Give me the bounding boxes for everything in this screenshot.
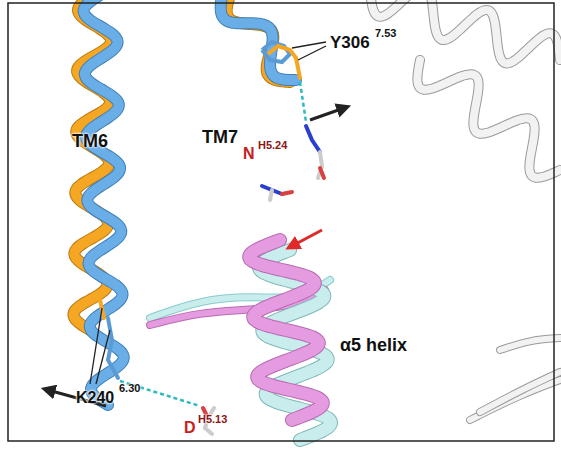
leader-lines: [90, 42, 326, 384]
context-helix: [417, 60, 560, 178]
context-strand: [500, 338, 560, 350]
context-helix: [417, 60, 560, 178]
tm7-helix: [221, 0, 296, 80]
tm6-helix: [84, 0, 124, 405]
structure-label: 7.53: [375, 28, 396, 39]
alpha5-helix: [249, 240, 323, 420]
tm7-helix: [221, 0, 296, 80]
structure-label: α5 helix: [340, 336, 407, 354]
structure-label: TM7: [202, 128, 238, 146]
context-helix: [370, 0, 560, 63]
side-chain-sticks: [100, 42, 324, 434]
structure-label: 6.30: [119, 383, 140, 394]
motion-arrows: [48, 108, 344, 406]
context-strand: [500, 338, 560, 350]
structure-label: H5.24: [258, 140, 287, 151]
context-strand: [480, 372, 560, 412]
tm6-helix: [84, 0, 124, 405]
tm7-helix: [227, 0, 290, 82]
frame: [8, 3, 554, 441]
structure-label: D: [184, 420, 196, 436]
structure-label: H5.13: [198, 414, 227, 425]
tm7-helix: [227, 0, 290, 82]
context-helix: [370, 0, 560, 63]
alpha5-helix: [249, 240, 323, 420]
context-strand: [480, 372, 560, 412]
structure-label: N: [243, 146, 255, 162]
structure-label: TM6: [72, 132, 108, 150]
structure-label: Y306: [330, 34, 370, 51]
structure-label: K240: [76, 390, 114, 406]
